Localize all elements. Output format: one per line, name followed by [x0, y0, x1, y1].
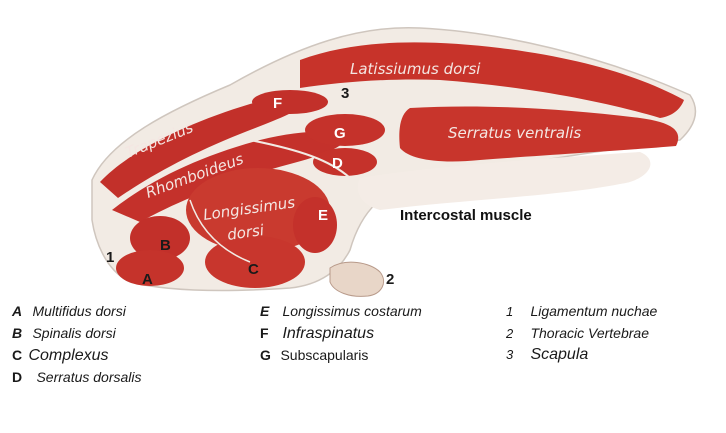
marker-2: 2	[386, 271, 394, 288]
serratus-dorsalis-region	[313, 148, 377, 176]
legend-item-1: 1 Ligamentum nuchae	[506, 300, 657, 322]
legend-item-2: 2 Thoracic Vertebrae	[506, 322, 657, 344]
legend-item-b: B Spinalis dorsi	[12, 322, 142, 344]
legend-item-3: 3 Scapula	[506, 344, 657, 366]
longissimus-costarum-region	[293, 197, 337, 253]
legend-text: Serratus dorsalis	[36, 369, 141, 385]
muscle-cross-section-figure: Latissiumus dorsi Trapezius Rhomboideus …	[0, 0, 726, 300]
legend-text: Scapula	[530, 346, 588, 363]
legend-key: F	[260, 322, 278, 344]
legend-text: Ligamentum nuchae	[530, 303, 657, 319]
legend-key: 1	[506, 301, 526, 323]
legend-key: 3	[506, 344, 526, 366]
marker-d: D	[332, 155, 343, 172]
legend-column-numbers: 1 Ligamentum nuchae 2 Thoracic Vertebrae…	[506, 300, 657, 366]
marker-a: A	[142, 271, 153, 288]
legend-key: B	[12, 322, 28, 344]
legend-text: Spinalis dorsi	[32, 325, 115, 341]
legend-key: A	[12, 300, 28, 322]
marker-c: C	[248, 261, 259, 278]
legend-text: Thoracic Vertebrae	[530, 325, 649, 341]
label-serratus-ventralis: Serratus ventralis	[448, 124, 581, 142]
legend-text: Infraspinatus	[282, 325, 374, 342]
legend-item-f: F Infraspinatus	[260, 322, 422, 344]
marker-1: 1	[106, 249, 114, 266]
legend-item-c: C Complexus	[12, 344, 142, 366]
legend-key: C	[12, 344, 24, 366]
marker-b: B	[160, 237, 171, 254]
label-latissimus-dorsi: Latissiumus dorsi	[350, 60, 481, 78]
legend-text: Subscapularis	[280, 347, 368, 363]
marker-3: 3	[341, 85, 349, 102]
legend-item-e: E Longissimus costarum	[260, 300, 422, 322]
legend-item-a: A Multifidus dorsi	[12, 300, 142, 322]
legend-column-letters-e-g: E Longissimus costarum F Infraspinatus G…	[260, 300, 422, 366]
legend-column-letters-a-d: A Multifidus dorsi B Spinalis dorsi C Co…	[12, 300, 142, 388]
legend-text: Complexus	[28, 347, 108, 364]
label-intercostal-muscle: Intercostal muscle	[400, 207, 532, 224]
legend-key: 2	[506, 323, 526, 345]
marker-g: G	[334, 125, 346, 142]
marker-f: F	[273, 95, 282, 112]
legend-item-d: D Serratus dorsalis	[12, 366, 142, 388]
legend-key: E	[260, 300, 278, 322]
legend-key: G	[260, 344, 276, 366]
legend-text: Longissimus costarum	[282, 303, 421, 319]
infraspinatus-region	[252, 90, 328, 114]
legend-item-g: G Subscapularis	[260, 344, 422, 366]
legend: A Multifidus dorsi B Spinalis dorsi C Co…	[0, 300, 726, 433]
legend-text: Multifidus dorsi	[32, 303, 125, 319]
thoracic-vertebra-bone	[330, 262, 384, 296]
marker-e: E	[318, 207, 328, 224]
legend-key: D	[12, 366, 32, 388]
